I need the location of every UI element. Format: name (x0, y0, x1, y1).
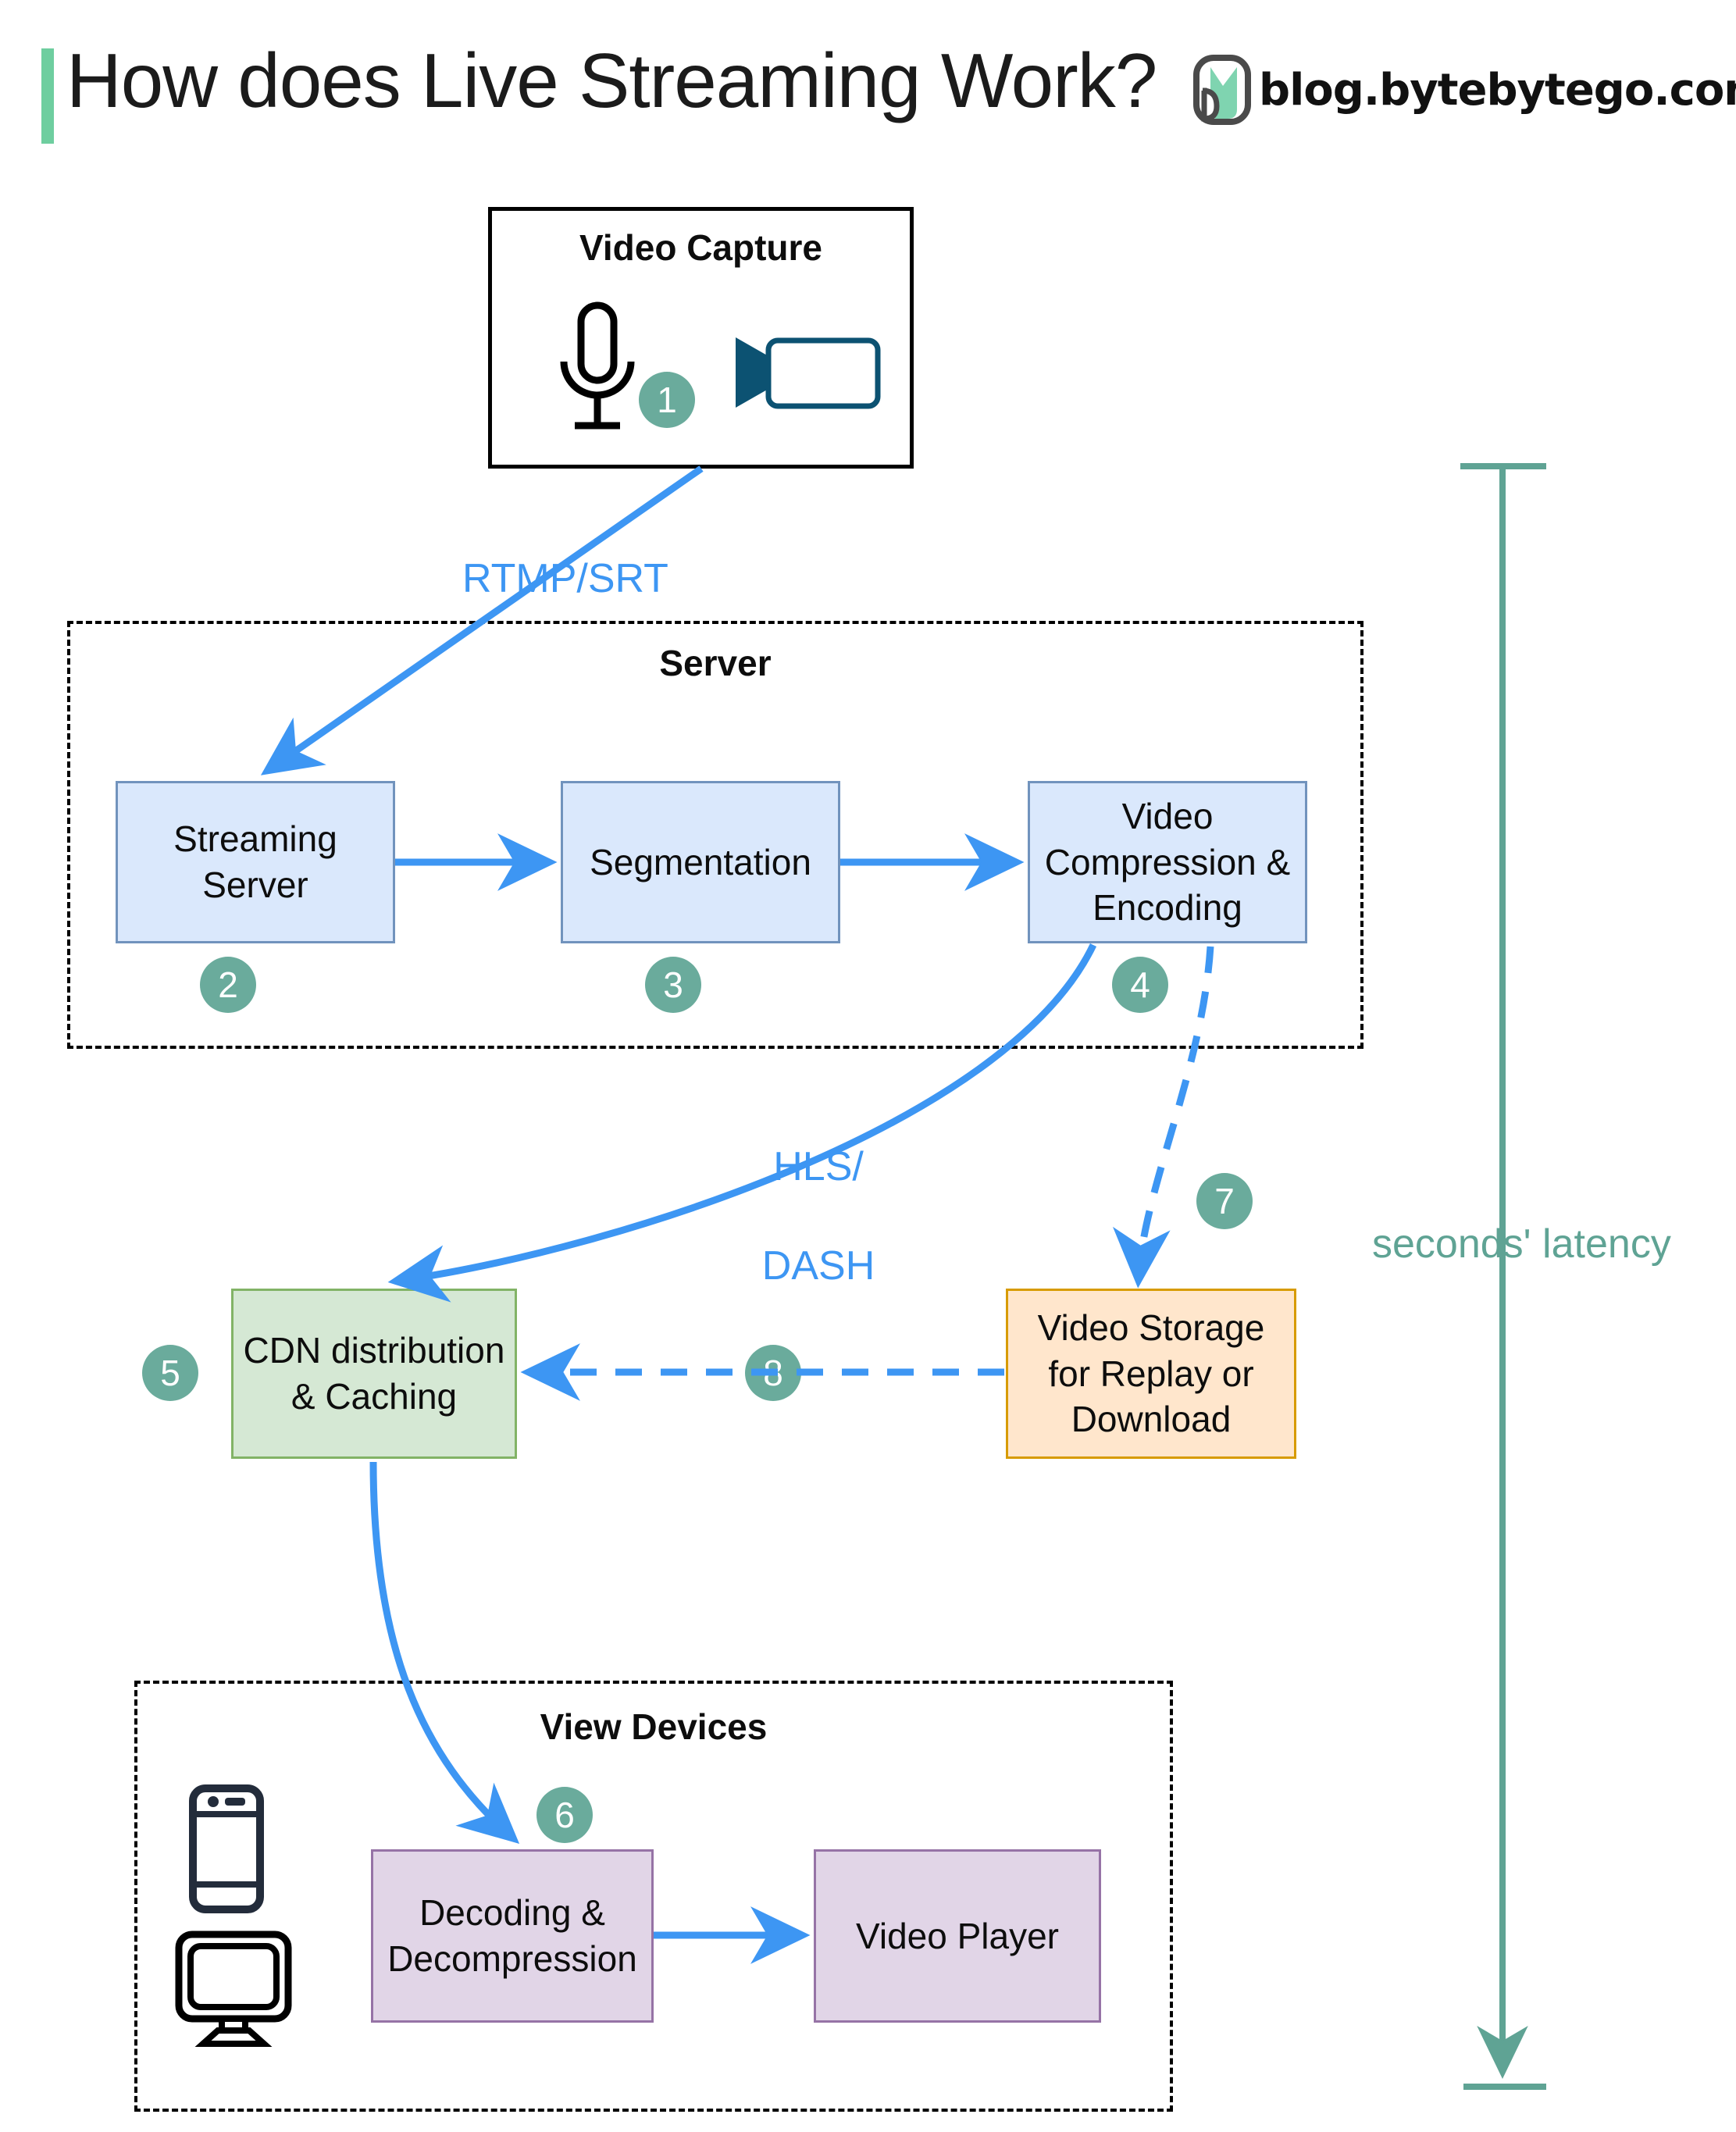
node-video-compression[interactable]: Video Compression & Encoding (1028, 781, 1307, 943)
mobile-phone-icon (189, 1784, 264, 1913)
desktop-monitor-icon (175, 1931, 292, 2047)
node-video-compression-label: Video Compression & Encoding (1044, 795, 1291, 929)
node-cdn-distribution[interactable]: CDN distribution & Caching (231, 1289, 517, 1459)
group-view-devices (134, 1681, 1173, 2112)
group-title-view-devices: View Devices (540, 1706, 768, 1747)
group-title-video-capture: Video Capture (579, 227, 822, 268)
node-video-player[interactable]: Video Player (814, 1849, 1101, 2023)
node-decoding-label: Decoding & Decompression (387, 1892, 637, 1979)
node-video-storage-label: Video Storage for Replay or Download (1037, 1307, 1265, 1440)
node-decoding[interactable]: Decoding & Decompression (371, 1849, 654, 2023)
badge-8: 8 (745, 1345, 801, 1401)
latency-bracket (1460, 463, 1546, 2090)
brand-text: blog.bytebytego.com (1259, 64, 1736, 116)
edge-label-rtmp-srt: RTMP/SRT (462, 556, 668, 601)
brand-watermark: blog.bytebytego.com (1193, 55, 1736, 125)
node-segmentation-label: Segmentation (590, 841, 811, 882)
badge-5: 5 (142, 1345, 198, 1401)
video-camera-icon (736, 337, 881, 409)
badge-4: 4 (1112, 957, 1168, 1013)
node-cdn-distribution-label: CDN distribution & Caching (243, 1330, 505, 1417)
node-streaming-server-label: Streaming Server (173, 818, 337, 905)
title-accent-bar (41, 48, 54, 144)
edge-label-hls-dash: HLS/ DASH (761, 1144, 875, 1289)
badge-1: 1 (639, 372, 695, 428)
page-title: How does Live Streaming Work? (66, 37, 1157, 123)
node-streaming-server[interactable]: Streaming Server (116, 781, 395, 943)
latency-annotation-label: seconds' latency (1372, 1221, 1671, 1267)
badge-6: 6 (536, 1787, 593, 1843)
badge-3: 3 (645, 957, 701, 1013)
node-video-player-label: Video Player (856, 1915, 1059, 1956)
node-video-storage[interactable]: Video Storage for Replay or Download (1006, 1289, 1296, 1459)
microphone-icon (560, 301, 635, 430)
bytebytego-logo-icon (1193, 55, 1251, 125)
node-segmentation[interactable]: Segmentation (561, 781, 840, 943)
group-title-server: Server (659, 643, 772, 683)
badge-2: 2 (200, 957, 256, 1013)
badge-7: 7 (1196, 1173, 1253, 1229)
